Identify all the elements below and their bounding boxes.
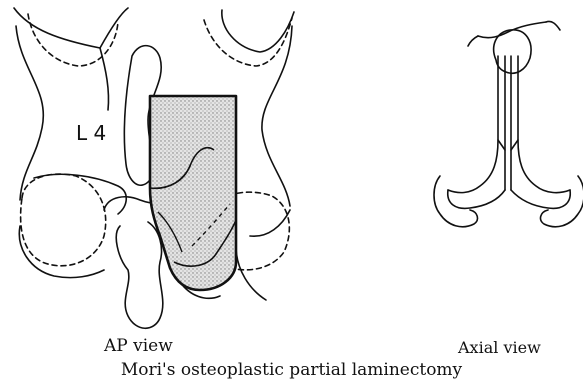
axial-pedicle-right (511, 140, 518, 150)
upper-right-outline (222, 10, 294, 52)
axial-left-facet (434, 176, 477, 227)
axial-suture-2 (546, 21, 560, 30)
lower-spinous-process (116, 222, 163, 328)
axial-spinous-left (448, 56, 498, 193)
lower-left-dashed-facet (21, 174, 106, 266)
ap-view-caption: AP view (104, 336, 173, 356)
axial-suture-3 (468, 36, 478, 46)
figure-title: Mori's osteoplastic partial laminectomy (0, 360, 583, 380)
resected-region (150, 96, 236, 290)
axial-view-drawing (434, 21, 583, 226)
axial-right-facet (541, 176, 583, 227)
bottom-right-outline (236, 246, 266, 300)
lower-lamina-left (34, 174, 126, 214)
vertebra-label: L 4 (76, 121, 106, 145)
upper-right-dashed-facet (204, 18, 292, 66)
lower-lamina-right (250, 210, 290, 236)
axial-suture (478, 22, 546, 38)
resection-shading (150, 96, 236, 290)
axial-spinous-right (518, 56, 570, 193)
lower-left-bottom (19, 226, 104, 278)
axial-view-caption: Axial view (458, 338, 541, 357)
axial-pedicle-left (498, 140, 505, 150)
left-side-outline (16, 26, 43, 200)
